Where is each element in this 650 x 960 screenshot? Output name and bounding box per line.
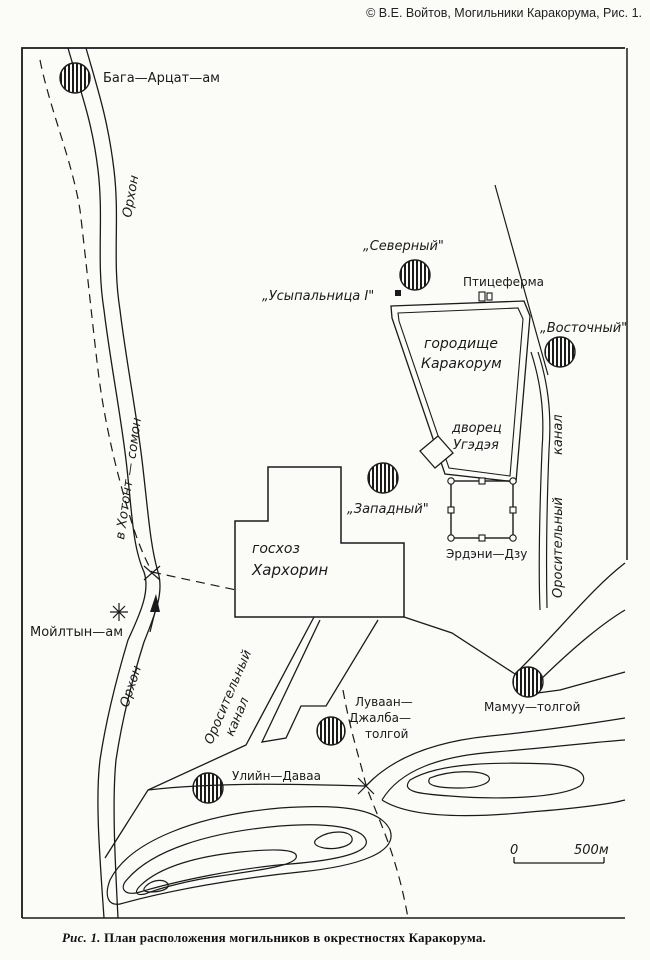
hill-contour-sw-4: [314, 831, 353, 850]
label-karakorum: Каракорум: [421, 356, 502, 372]
hill-contour-sw-2: [122, 824, 367, 894]
road-west: [151, 571, 237, 591]
cemetery-severny: [399, 259, 431, 291]
karakorum-city-walls-outer: [390, 300, 531, 483]
label-uliin-davaa: Улийн—Даваа: [232, 769, 321, 783]
moiltyn-am-star-icon: [110, 603, 128, 621]
orkhon-river-east-bank: [85, 47, 161, 919]
label-orkhon-south: Орхон: [118, 664, 146, 710]
ogedei-palace: [419, 435, 454, 469]
label-erdeni-dzu: Эрдэни—Дзу: [446, 547, 527, 561]
label-vostochny: „Восточный": [540, 321, 627, 336]
label-to-khotont: в Хотонт — сомон: [113, 416, 145, 540]
scale-label-zero: 0: [510, 843, 518, 858]
label-goskhoz: госхоз: [252, 541, 300, 557]
irrigation-canal-west-2: [260, 619, 379, 743]
label-baga-artsat-am: Бага—Арцат—ам: [103, 71, 220, 86]
irrigation-canal-east-2: [537, 351, 551, 609]
cemetery-uliin-davaa: [192, 772, 224, 804]
label-canal-east-2: канал: [551, 414, 566, 455]
road-farm-east: [403, 616, 516, 675]
hill-contour-sw-3: [135, 849, 297, 896]
figure-number: Рис. 1.: [62, 930, 101, 945]
hill-contour-se-outer: [365, 717, 626, 787]
cemetery-baga-artsat-am: [59, 62, 91, 94]
road-farm-southeast: [529, 671, 626, 695]
hill-contour-se-3: [406, 762, 585, 799]
label-ugedeya: Угэдэя: [453, 438, 499, 453]
label-zapadny: „Западный": [347, 502, 429, 517]
label-luvaan-3: толгой: [365, 727, 408, 741]
cemetery-mamuu-tolgoi: [512, 666, 544, 698]
ptitseferma-building-1: [478, 291, 486, 302]
label-dvorets: дворец: [451, 421, 502, 436]
flow-arrow-icon: [150, 594, 160, 612]
karakorum-city-walls-inner: [397, 307, 524, 477]
erdene-zuu-corner-stupas: [447, 477, 517, 542]
road-east-2: [529, 609, 626, 691]
usypalnitsa-marker: [395, 290, 401, 296]
scale-label-max: 500м: [574, 843, 609, 858]
label-luvaan-1: Луваан—: [355, 695, 413, 709]
hill-contour-sw-outer: [106, 806, 392, 905]
label-severny: „Северный": [363, 239, 444, 254]
label-moiltyn-am: Мойлтын—ам: [30, 625, 123, 640]
cemetery-zapadny: [367, 462, 399, 494]
label-orkhon-north: Орхон: [120, 174, 142, 219]
hill-contour-se-2: [381, 739, 626, 817]
label-canal-east-1: Оросительный: [551, 497, 566, 598]
irrigation-canal-west: [104, 616, 315, 859]
label-ptitseferma: Птицеферма: [463, 275, 544, 289]
road-south: [147, 783, 367, 791]
label-kharkhorin: Хархорин: [251, 561, 328, 579]
label-mamuu-tolgoi: Мамуу—толгой: [484, 700, 580, 714]
label-usypalnitsa: „Усыпальница I": [262, 289, 374, 304]
hill-contour-sw-5: [143, 879, 169, 893]
cemetery-vostochny: [544, 336, 576, 368]
erdene-zuu-monastery-walls: [450, 480, 514, 539]
flow-arrow-shaft: [149, 611, 156, 633]
map-frame: [21, 47, 625, 918]
figure-caption: Рис. 1. План расположения могильников в …: [62, 930, 486, 946]
image-credit: © В.Е. Войтов, Могильники Каракорума, Ри…: [366, 6, 642, 20]
label-gorodishche: городище: [424, 336, 498, 352]
north-south-road: [494, 184, 549, 376]
hill-contour-se-4: [428, 771, 490, 789]
road-to-khotont: [39, 59, 153, 573]
label-luvaan-2: Джалба—: [349, 711, 411, 725]
river-crossing-mark: [143, 565, 161, 581]
road-east-1: [514, 562, 626, 675]
figure-caption-text: План расположения могильников в окрестно…: [104, 930, 487, 945]
orkhon-river-west-bank: [67, 47, 147, 919]
scale-bar: [513, 857, 605, 864]
cemetery-luvaan-jalba-tolgoi: [316, 716, 346, 746]
ptitseferma-building-2: [486, 292, 493, 301]
irrigation-canal-east-1: [530, 351, 544, 611]
